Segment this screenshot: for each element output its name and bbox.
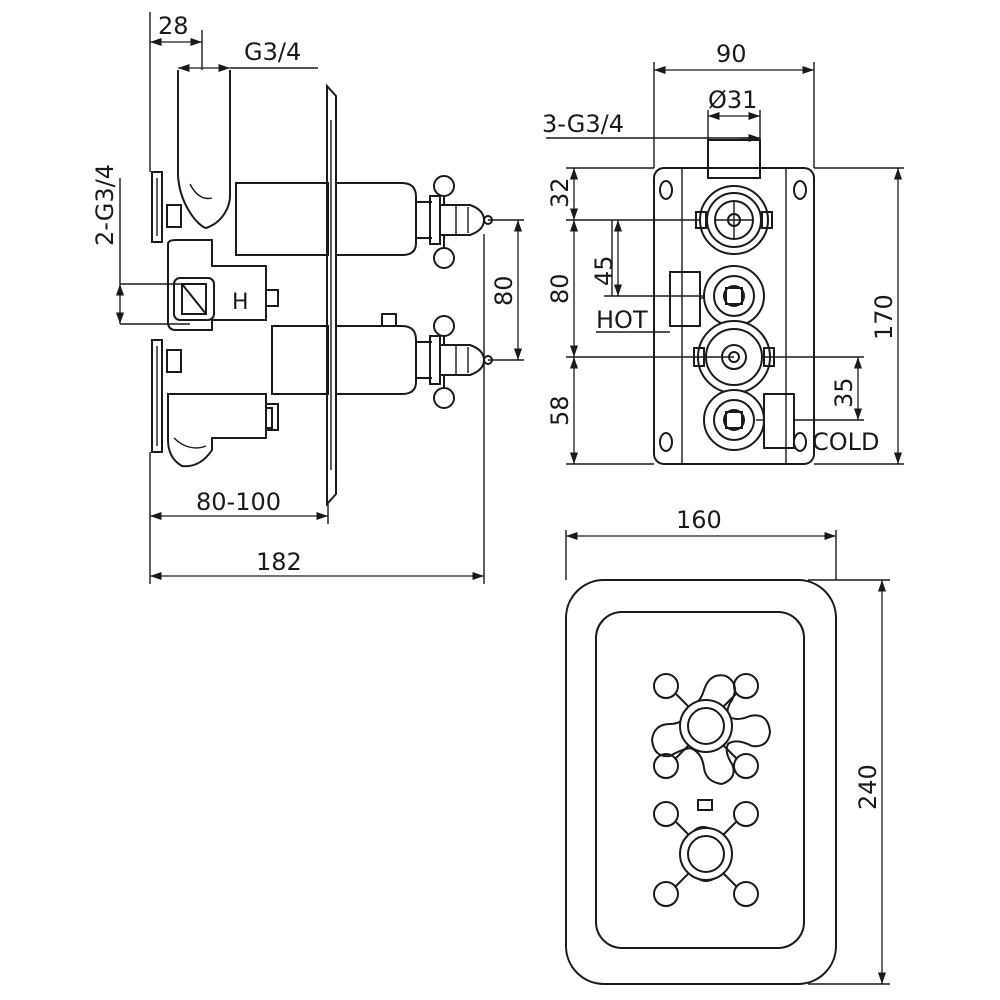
front-view: 90 Ø31 3-G3/4 32 80 58 45 HOT 35 [542, 40, 904, 465]
dim-depth-range-label: 80-100 [196, 488, 281, 516]
dim-port-diameter-label: Ø31 [708, 86, 757, 114]
dim-middle-label: 80 [546, 273, 574, 304]
side-view: H 28 G3/4 [91, 12, 524, 584]
upper-handle-side-icon [416, 175, 493, 269]
dim-body-threads-label: 3-G3/4 [542, 110, 624, 138]
dim-height-label: 170 [870, 294, 898, 340]
plate-height-label: 240 [854, 764, 882, 810]
dim-bottom-label: 58 [546, 395, 574, 426]
dim-top-offset-label: 28 [158, 12, 189, 40]
top-port-icon [695, 185, 773, 255]
cold-inlet-icon [703, 389, 765, 451]
mounting-hole-icon [659, 432, 673, 452]
hot-inlet-icon [703, 265, 765, 327]
dim-top-label: 32 [546, 177, 574, 208]
dim-outlet-thread-label: G3/4 [244, 38, 301, 66]
lower-handle-side-icon [416, 315, 493, 409]
cold-label: COLD [812, 428, 880, 456]
dim-inner-35-label: 35 [830, 377, 858, 408]
dim-inner-45-label: 45 [590, 255, 618, 286]
dim-total-depth-label: 182 [256, 548, 302, 576]
mounting-hole-icon [793, 180, 807, 200]
dim-body-width-label: 90 [716, 40, 747, 68]
mounting-hole-icon [659, 180, 673, 200]
plate-view: 160 240 [565, 506, 890, 985]
lower-handle-front-icon [653, 799, 759, 907]
plate-width-label: 160 [676, 506, 722, 534]
dim-handle-spacing-label: 80 [490, 275, 518, 306]
dim-inlet-thread-label: 2-G3/4 [91, 164, 119, 246]
mounting-hole-icon [793, 432, 807, 452]
hot-marker-label: H [232, 290, 249, 315]
hot-label: HOT [596, 306, 648, 334]
upper-handle-front-icon [650, 673, 772, 786]
